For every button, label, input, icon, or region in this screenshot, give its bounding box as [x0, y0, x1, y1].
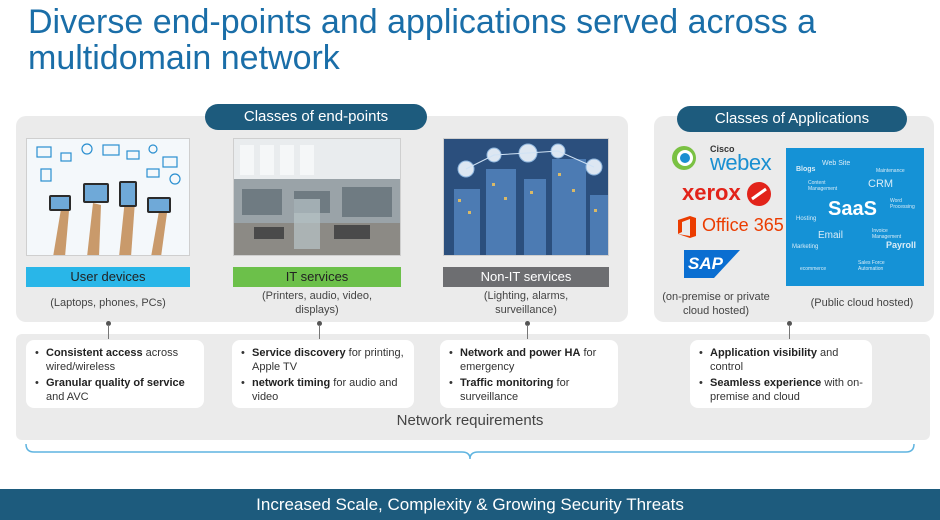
- requirement-box-user-devices: Consistent access across wired/wireless …: [26, 340, 204, 408]
- it-services-image: [233, 138, 401, 256]
- endpoints-header: Classes of end-points: [205, 104, 427, 130]
- requirement-item: Service discovery for printing, Apple TV: [240, 346, 406, 374]
- user-devices-sub: (Laptops, phones, PCs): [50, 297, 166, 309]
- connector-dot: [317, 321, 322, 326]
- xerox-logo: xerox: [682, 180, 782, 210]
- network-requirements-label: Network requirements: [396, 412, 544, 429]
- connector-line: [108, 325, 109, 339]
- xerox-text: xerox: [682, 180, 741, 205]
- connector-line: [789, 325, 790, 339]
- webex-text: webex: [710, 150, 772, 175]
- non-it-services-sub: (Lighting, alarms, surveillance): [483, 290, 569, 316]
- user-devices-label: User devices: [26, 267, 190, 287]
- it-services-label: IT services: [233, 267, 401, 287]
- cisco-text: Cisco: [710, 144, 735, 154]
- applications-header: Classes of Applications: [677, 106, 907, 132]
- office365-text: Office 365: [702, 215, 784, 235]
- requirement-item: Traffic monitoring for surveillance: [448, 376, 610, 404]
- connector-line: [527, 325, 528, 339]
- sap-logo: SAP: [684, 250, 740, 278]
- user-devices-image: [26, 138, 190, 256]
- requirement-box-applications: Application visibility and control Seaml…: [690, 340, 872, 408]
- requirement-item: Network and power HA for emergency: [448, 346, 610, 374]
- cloud-word-crm: CRM: [868, 178, 894, 190]
- requirement-item: Application visibility and control: [698, 346, 864, 374]
- cloud-word-invoice-mgmt: Invoice Management: [872, 228, 902, 240]
- requirement-box-it-services: Service discovery for printing, Apple TV…: [232, 340, 414, 408]
- requirement-item: Seamless experience with on-premise and …: [698, 376, 864, 404]
- cloud-word-ecommerce: ecommerce: [800, 266, 827, 272]
- requirement-item: network timing for audio and video: [240, 376, 406, 404]
- connector-dot: [787, 321, 792, 326]
- requirement-box-non-it-services: Network and power HA for emergency Traff…: [440, 340, 618, 408]
- cloud-word-email: Email: [818, 230, 844, 241]
- sap-text: SAP: [688, 254, 723, 273]
- requirement-item: Consistent access across wired/wireless: [34, 346, 196, 374]
- cisco-webex-logo: Cisco webex: [670, 142, 780, 175]
- cloud-word-word-processing: Word Processing: [890, 198, 915, 210]
- cloud-word-marketing: Marketing: [792, 244, 819, 250]
- public-cloud-caption: (Public cloud hosted): [810, 297, 914, 309]
- non-it-services-label: Non-IT services: [443, 267, 609, 287]
- cloud-word-blogs: Blogs: [796, 166, 816, 173]
- page-title: Diverse end-points and applications serv…: [28, 3, 817, 77]
- cloud-word-web-site: Web Site: [822, 160, 851, 167]
- cloud-word-hosting: Hosting: [796, 216, 817, 222]
- onprem-caption: (on-premise or private cloud hosted): [662, 291, 770, 317]
- office365-logo: Office 365: [676, 214, 786, 240]
- requirement-item: Granular quality of service and AVC: [34, 376, 196, 404]
- connector-dot: [525, 321, 530, 326]
- cloud-word-saas: SaaS: [828, 198, 877, 220]
- cloud-word-payroll: Payroll: [886, 240, 917, 250]
- connector-line: [319, 325, 320, 339]
- connector-dot: [106, 321, 111, 326]
- cloud-word-sales-force: Sales Force Automation: [858, 260, 885, 272]
- saas-cloud-image: Web Site Blogs Maintenance Content Manag…: [786, 148, 924, 286]
- it-services-sub: (Printers, audio, video, displays): [261, 290, 373, 316]
- cloud-word-content-mgmt: Content Management: [808, 180, 838, 192]
- footer-banner: Increased Scale, Complexity & Growing Se…: [0, 489, 940, 520]
- cloud-word-maintenance: Maintenance: [876, 168, 905, 174]
- bracket: [25, 443, 915, 460]
- non-it-services-image: [443, 138, 609, 256]
